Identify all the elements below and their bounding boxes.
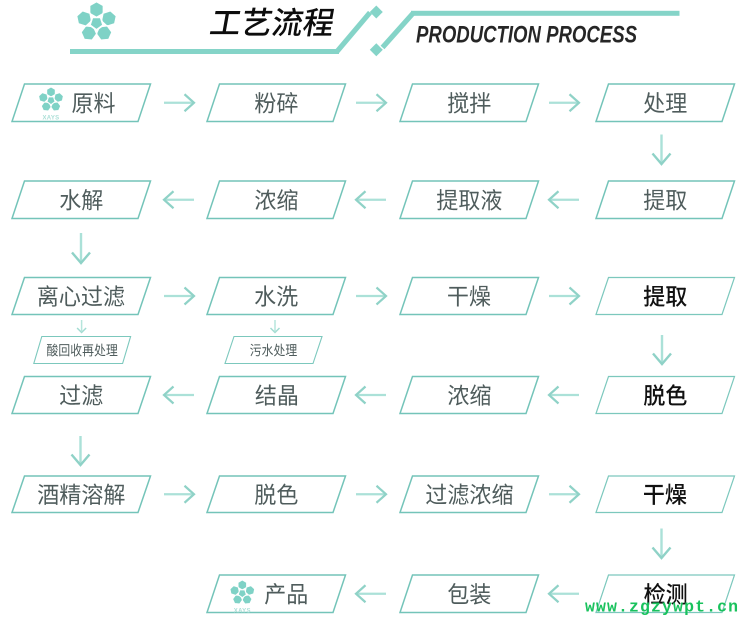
svg-text:PRODUCTION PROCESS: PRODUCTION PROCESS (416, 22, 637, 49)
svg-text:XAYS: XAYS (234, 608, 251, 614)
svg-text:www.zgzywpt.cn: www.zgzywpt.cn (585, 598, 738, 617)
svg-text:XAYS: XAYS (43, 116, 60, 122)
